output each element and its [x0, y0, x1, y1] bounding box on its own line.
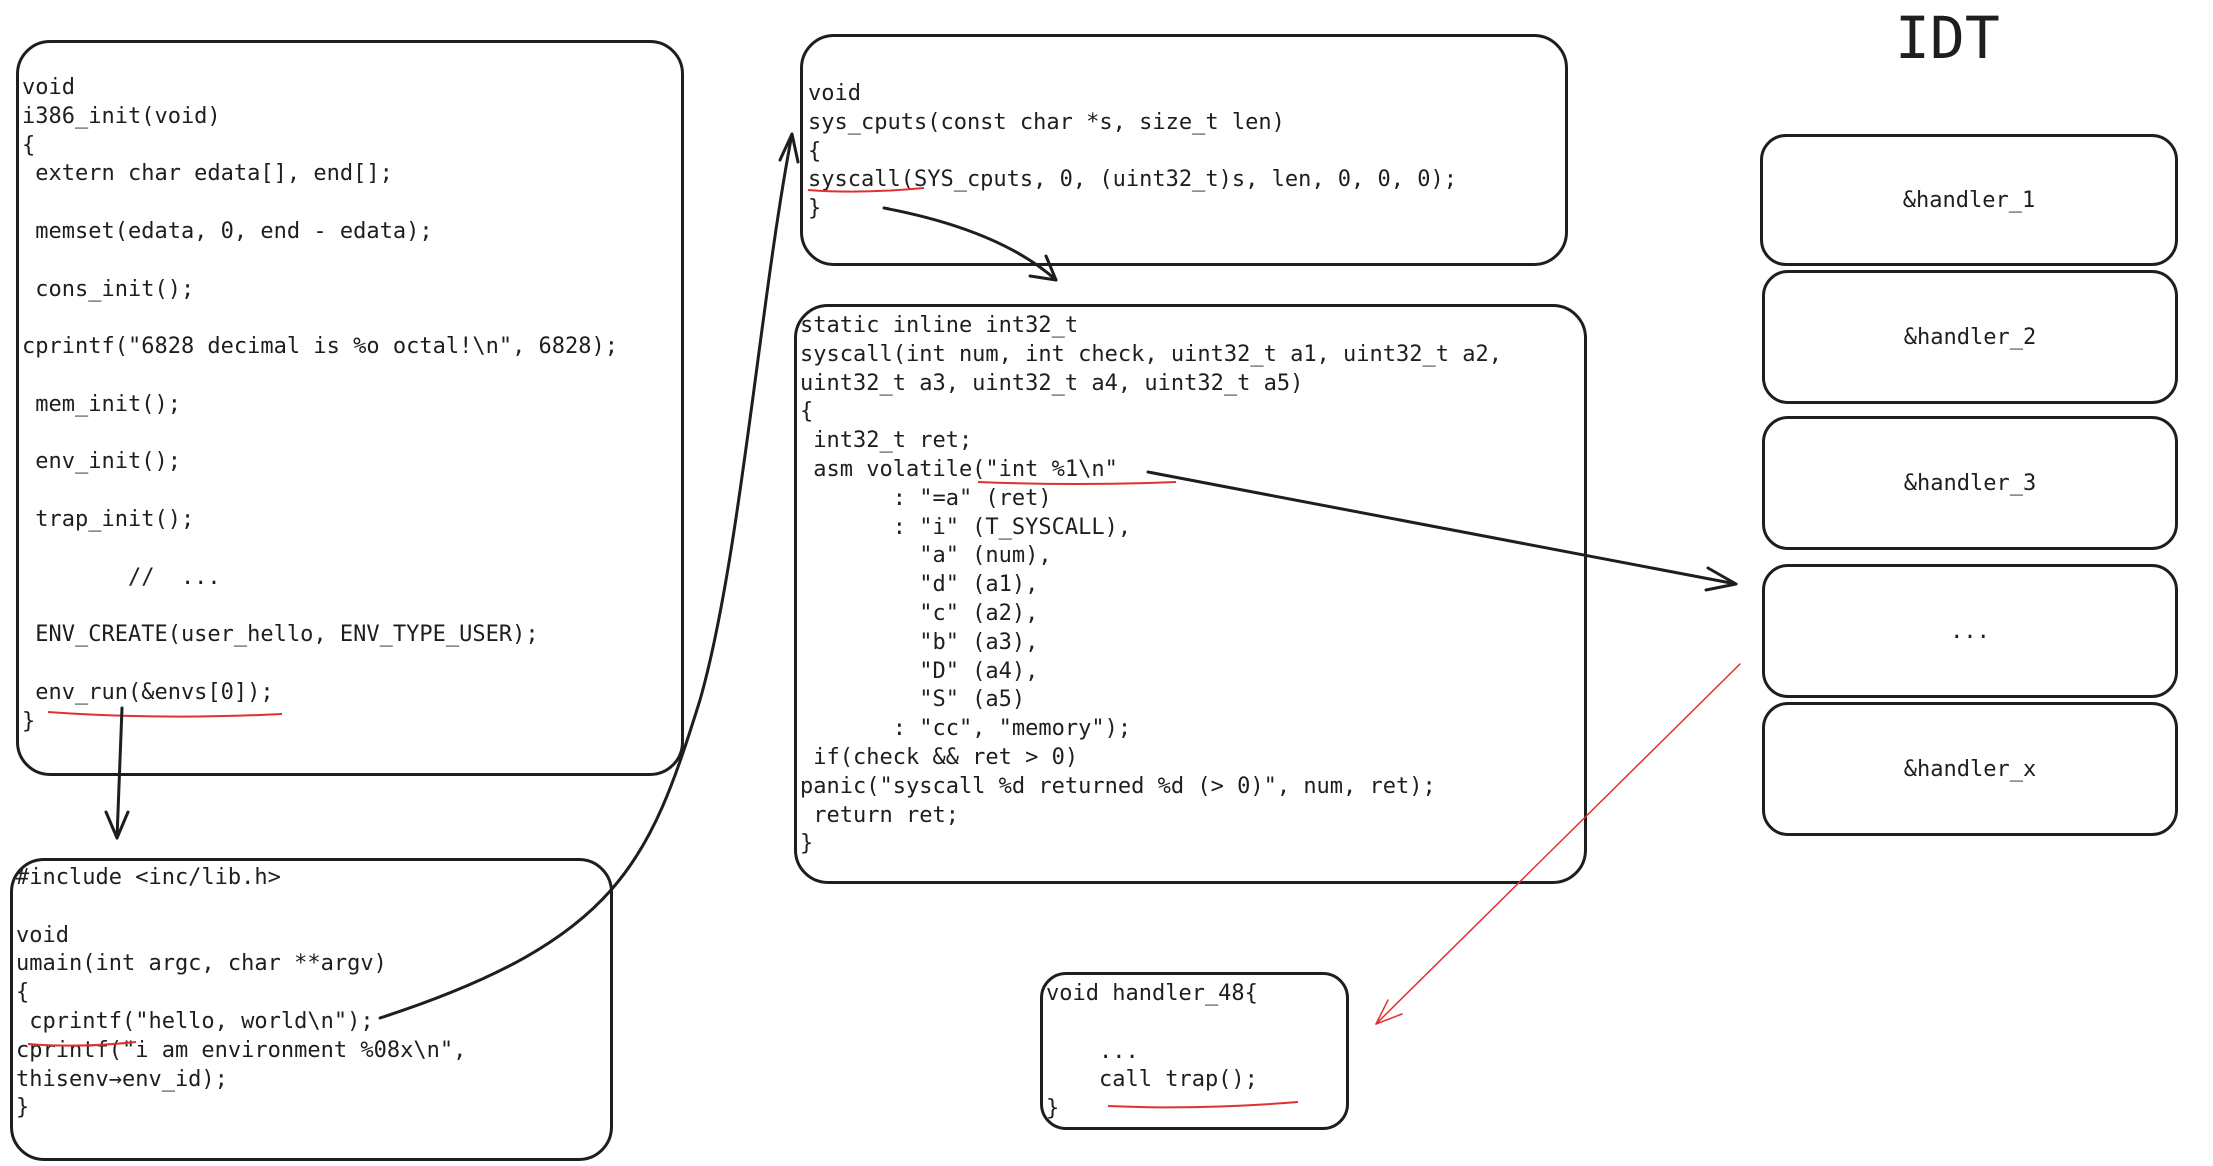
syscall-code: static inline int32_t syscall(int num, i…	[800, 313, 1502, 857]
syscall-box	[794, 304, 1587, 884]
handler-48-code: void handler_48{ ... call trap(); }	[1046, 981, 1258, 1122]
sys-cputs-box	[800, 34, 1568, 266]
idt-entry-1: &handler_1	[1760, 134, 2178, 266]
idt-entry-5: &handler_x	[1762, 702, 2178, 836]
idt-entry-label: &handler_3	[1903, 470, 2037, 496]
idt-entry-label: &handler_2	[1903, 324, 2037, 350]
idt-entry-4: ...	[1762, 564, 2178, 698]
handler-48-box	[1040, 972, 1349, 1130]
umain-code: #include <inc/lib.h> void umain(int argc…	[16, 865, 467, 1121]
arrowhead-idt	[1704, 566, 1738, 592]
idt-title: IDT	[1895, 4, 2000, 72]
idt-entry-2: &handler_2	[1762, 270, 2178, 404]
sys-cputs-code: void sys_cputs(const char *s, size_t len…	[808, 81, 1458, 222]
idt-entry-label: &handler_1	[1902, 187, 2036, 213]
idt-entry-3: &handler_3	[1762, 416, 2178, 550]
arrowhead-handler	[1375, 999, 1403, 1025]
i386-init-code: void i386_init(void) { extern char edata…	[22, 75, 619, 734]
arrowhead-sys-cputs	[778, 132, 800, 164]
arrowhead-umain	[104, 810, 130, 840]
idt-entry-label: &handler_x	[1903, 756, 2037, 782]
idt-entry-label: ...	[1950, 618, 1990, 644]
